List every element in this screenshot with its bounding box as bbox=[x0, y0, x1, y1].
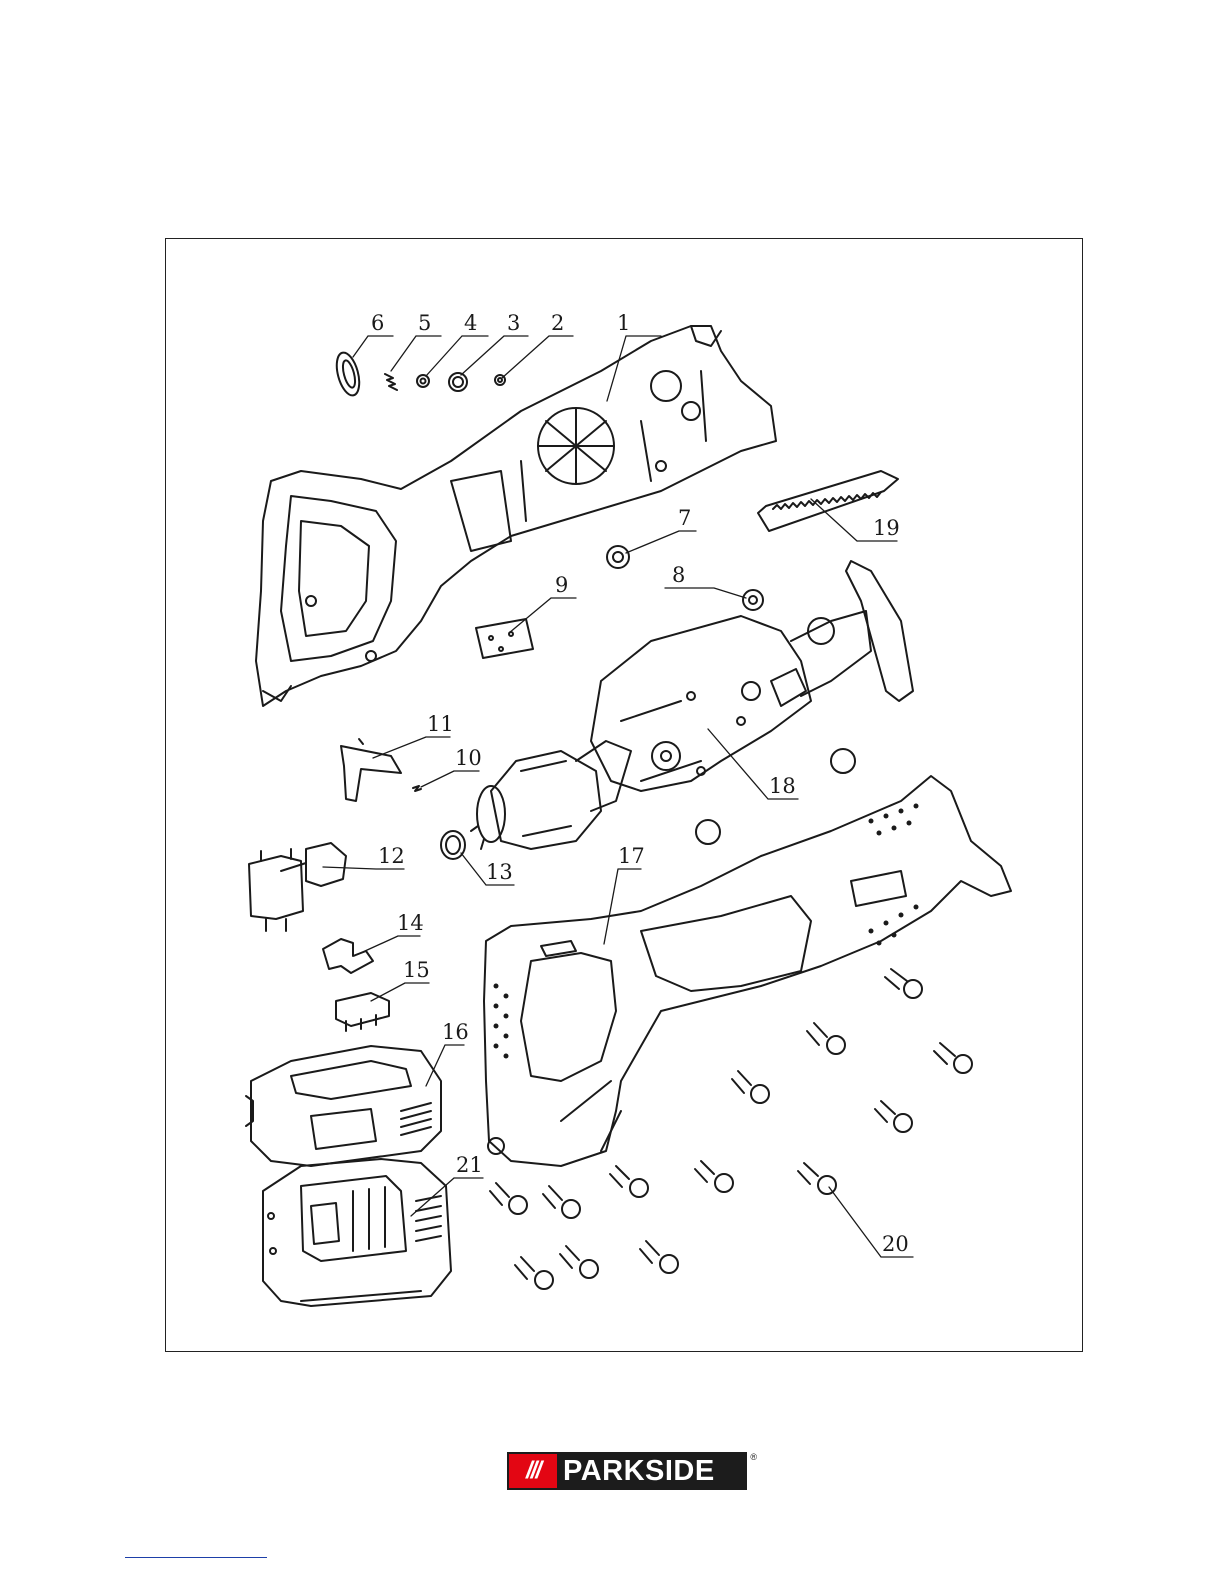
logo-slashes-mark: /// bbox=[509, 1454, 557, 1488]
part-label-10: 10 bbox=[455, 746, 482, 770]
part-label-15: 15 bbox=[403, 958, 430, 982]
parkside-logo: /// PARKSIDE ® bbox=[507, 1452, 747, 1490]
part-label-18: 18 bbox=[769, 774, 796, 798]
part-label-9: 9 bbox=[555, 573, 568, 597]
part-5-spring bbox=[385, 374, 397, 390]
part-label-11: 11 bbox=[427, 712, 454, 736]
part-13-ring bbox=[441, 831, 465, 859]
part-label-16: 16 bbox=[442, 1020, 469, 1044]
logo-wordmark: PARKSIDE bbox=[557, 1454, 745, 1488]
part-15-terminal-block bbox=[336, 993, 389, 1031]
screw bbox=[560, 1246, 598, 1278]
part-8-bearing bbox=[743, 590, 763, 610]
part-7-bearing bbox=[607, 546, 629, 568]
screw bbox=[695, 1161, 733, 1192]
part-18-bushing-a bbox=[831, 749, 855, 773]
part-21-charger bbox=[263, 1159, 451, 1306]
screw bbox=[610, 1166, 648, 1197]
exploded-view-drawing: 1 2 3 4 5 6 7 8 9 10 11 12 13 14 15 16 1… bbox=[166, 239, 1084, 1353]
part-10-spring bbox=[413, 786, 421, 791]
screw bbox=[543, 1186, 580, 1218]
part-6-oval-button bbox=[333, 350, 364, 398]
screw bbox=[732, 1071, 769, 1103]
part-label-6: 6 bbox=[371, 311, 384, 335]
part-9-plate bbox=[476, 619, 533, 658]
part-label-21: 21 bbox=[456, 1153, 483, 1177]
part-14-contact-plate bbox=[323, 939, 373, 973]
part-label-19: 19 bbox=[873, 516, 900, 540]
part-3-ring bbox=[449, 373, 467, 391]
part-label-14: 14 bbox=[397, 911, 424, 935]
screw bbox=[515, 1257, 553, 1289]
part-label-8: 8 bbox=[672, 563, 685, 587]
screw bbox=[875, 1101, 912, 1132]
part-label-17: 17 bbox=[618, 844, 645, 868]
footer-rule bbox=[125, 1557, 267, 1558]
part-number-labels: 1 2 3 4 5 6 7 8 9 10 11 12 13 14 15 16 1… bbox=[371, 311, 909, 1256]
part-11-lever bbox=[341, 739, 401, 801]
screw bbox=[490, 1183, 527, 1214]
part-label-1: 1 bbox=[617, 311, 630, 335]
part-12-switch bbox=[249, 843, 346, 931]
part-label-2: 2 bbox=[551, 311, 564, 335]
screw bbox=[934, 1043, 972, 1073]
part-label-5: 5 bbox=[418, 311, 431, 335]
part-label-12: 12 bbox=[378, 844, 405, 868]
exploded-view-frame: 1 2 3 4 5 6 7 8 9 10 11 12 13 14 15 16 1… bbox=[165, 238, 1083, 1352]
part-label-3: 3 bbox=[507, 311, 520, 335]
part-18-bushing-b bbox=[696, 820, 720, 844]
part-label-7: 7 bbox=[678, 506, 691, 530]
housing-half-left bbox=[256, 326, 776, 706]
part-label-4: 4 bbox=[464, 311, 477, 335]
part-4-washer bbox=[417, 375, 429, 387]
screw bbox=[807, 1023, 845, 1054]
screw bbox=[640, 1241, 678, 1273]
part-label-13: 13 bbox=[486, 860, 513, 884]
part-17-housing-right bbox=[484, 776, 1011, 1166]
registered-mark: ® bbox=[750, 1452, 757, 1462]
part-16-battery-pack bbox=[246, 1046, 441, 1166]
part-label-20: 20 bbox=[882, 1232, 909, 1256]
part-18-motor bbox=[471, 741, 631, 849]
screw bbox=[885, 969, 922, 998]
